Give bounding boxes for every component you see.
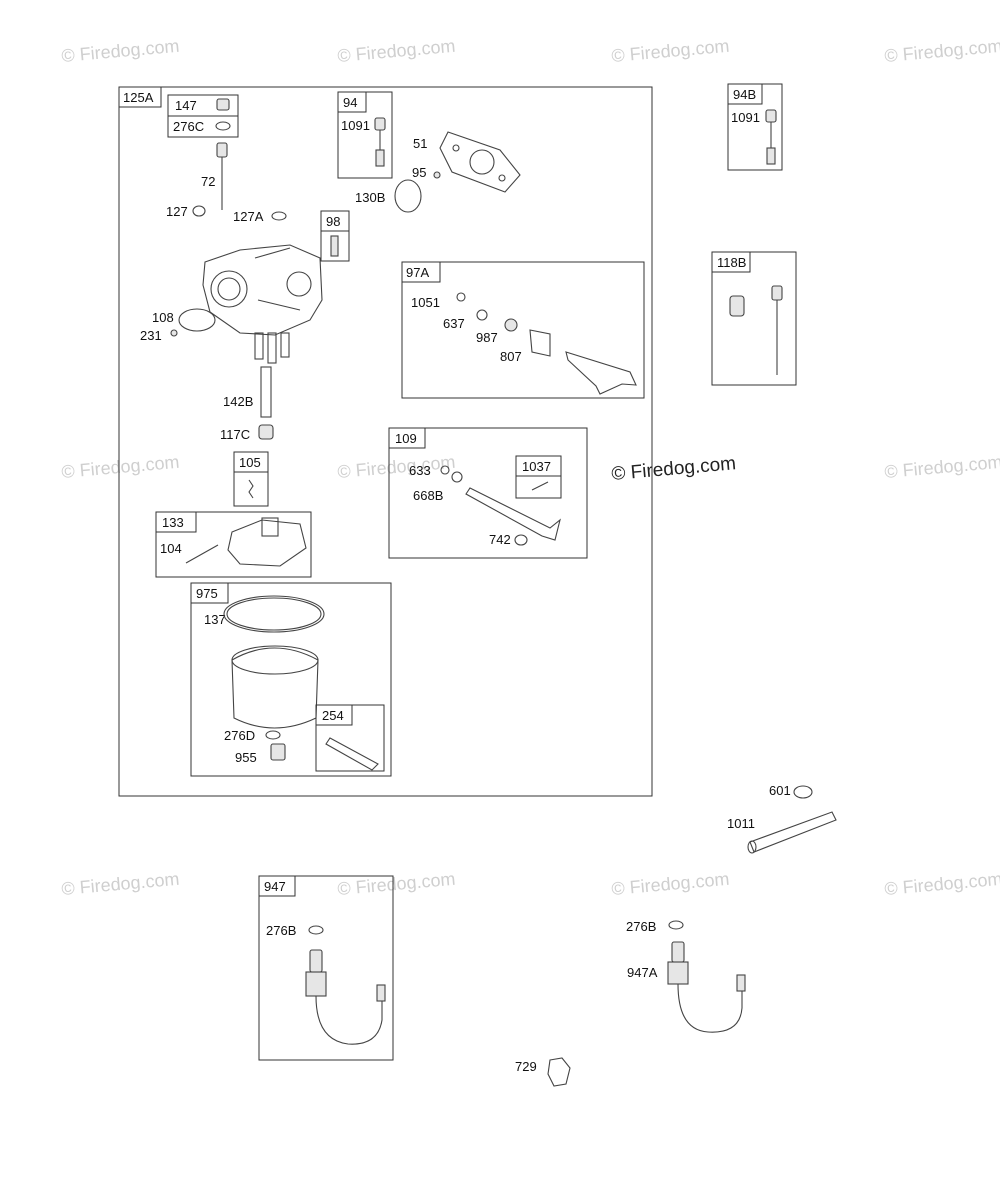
label-117C: 117C [220,427,250,442]
label-729: 729 [515,1059,537,1074]
box-975-frame [190,582,392,777]
label-742: 742 [489,532,511,547]
box-109: 109 1037 633 668B 742 [388,427,588,559]
box-133-frame [155,511,312,578]
box-125A-tag [118,86,162,108]
label-108: 108 [152,310,174,325]
label-104: 104 [160,541,182,556]
box-1091b-label: 1091 [731,110,760,125]
box-97A-frame [401,261,645,399]
box-109-label: 109 [395,431,417,446]
watermark: © Firedog.com [337,452,457,482]
box-97A: 97A 1051 637 987 807 [401,261,645,399]
watermark: © Firedog.com [611,869,731,899]
box-133-label: 133 [162,515,184,530]
watermark: © Firedog.com [884,36,1000,66]
label-51: 51 [413,136,427,151]
box-118B: 118B [711,251,797,386]
box-105-frame [233,451,269,507]
watermark: © Firedog.com [337,869,457,899]
label-668B: 668B [413,488,443,503]
box-125A: 125A [118,86,653,797]
solenoid-947A [667,920,746,1033]
washer-part [215,121,231,131]
label-137: 137 [204,612,226,627]
label-601: 601 [769,783,791,798]
throttle-shaft-part [465,487,561,541]
label-1051: 1051 [411,295,440,310]
label-633: 633 [409,463,431,478]
box-125A-frame [118,86,653,797]
float-part [227,519,307,567]
float-bowl-part [231,647,319,729]
box-98: 98 [320,210,350,262]
label-987: 987 [476,330,498,345]
label-276B-b: 276B [626,919,656,934]
clip-729 [547,1057,571,1087]
box-147-label: 147 [175,98,197,113]
diaphragm-part [394,179,422,213]
box-125A-label: 125A [123,90,154,105]
label-637: 637 [443,316,465,331]
screw-part [216,98,230,111]
label-276D: 276D [224,728,255,743]
label-955: 955 [235,750,257,765]
box-975-label: 975 [196,586,218,601]
label-807: 807 [500,349,522,364]
gasket-ring-part [223,595,325,633]
bushing-part [529,329,551,357]
tube-142B [258,366,274,440]
box-947-frame [258,875,394,1061]
box-118B-label: 118B [717,255,746,270]
watermark: © Firedog.com [337,36,457,66]
box-133: 133 104 [155,511,312,578]
box-94B-label: 94B [733,87,756,102]
label-276B-a: 276B [266,923,296,938]
box-105-label: 105 [239,455,261,470]
box-947-label: 947 [264,879,286,894]
watermark: © Firedog.com [884,452,1000,482]
fuel-line [747,785,837,854]
box-1091-label: 1091 [341,118,370,133]
watermark: © Firedog.com [611,36,731,66]
box-94: 94 1091 [337,91,393,179]
label-127: 127 [166,204,188,219]
watermark: © Firedog.com [61,36,181,66]
carburetor-body [170,244,323,364]
box-97A-label: 97A [406,265,429,280]
box-98-frame [320,210,350,262]
gasket-51 [394,131,521,213]
box-94-label: 94 [343,95,357,110]
gasket-part [439,131,521,193]
label-142B: 142B [223,394,253,409]
fuel-line-part [749,811,837,853]
box-947: 947 276B [258,875,394,1061]
label-72: 72 [201,174,215,189]
label-95: 95 [412,165,426,180]
watermark-main: © Firedog.com [611,453,737,485]
watermark: © Firedog.com [884,869,1000,899]
box-276C-label: 276C [173,119,204,134]
carburetor-body-part [202,244,323,336]
box-147: 147 276C [167,94,239,138]
choke-shaft-part [565,351,637,395]
watermark: © Firedog.com [61,452,181,482]
needle-72 [192,142,287,221]
label-1011: 1011 [727,816,755,831]
label-130B: 130B [355,190,385,205]
label-947A: 947A [627,965,658,980]
label-127A: 127A [233,209,264,224]
watermark: © Firedog.com [61,869,181,899]
box-254-label: 254 [322,708,344,723]
box-98-label: 98 [326,214,340,229]
box-105: 105 [233,451,269,507]
box-109-frame [388,427,588,559]
label-231: 231 [140,328,162,343]
box-1037-label: 1037 [522,459,551,474]
box-94B: 94B 1091 [727,83,783,171]
box-975: 975 137 276D 955 254 [190,582,392,777]
box-118B-frame [711,251,797,386]
